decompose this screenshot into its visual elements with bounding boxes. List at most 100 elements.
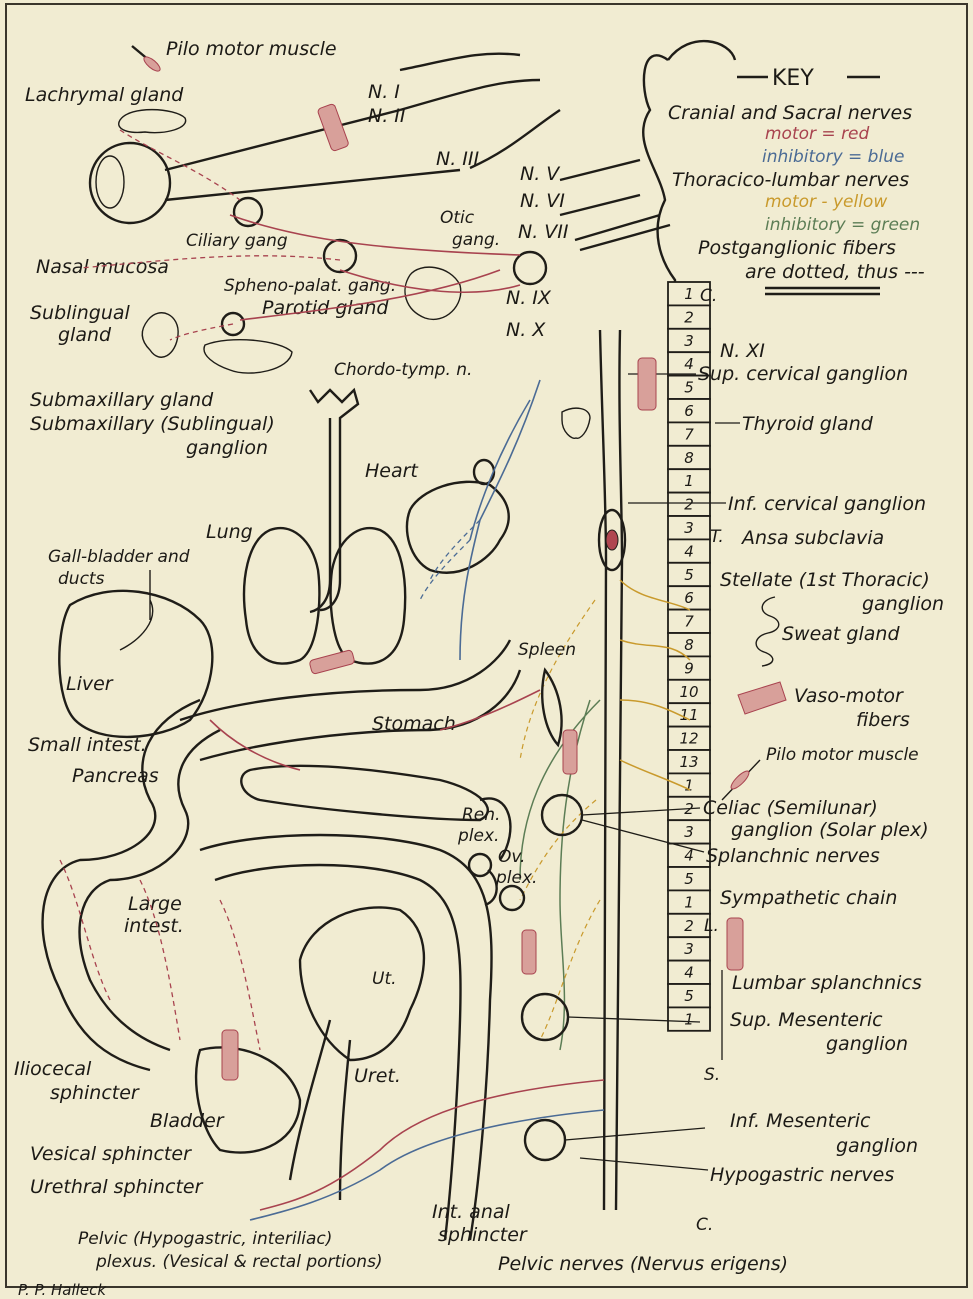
vertebra-label-thoracic-2: 2 xyxy=(684,496,694,514)
vertebra-label-sacral-4: 4 xyxy=(684,964,694,982)
sympathetic-chain xyxy=(520,330,690,1210)
label-sup-mesenteric-2: ganglion xyxy=(826,1033,908,1055)
label-otic-1: Otic xyxy=(440,208,475,228)
label-ren-1: Ren. xyxy=(462,805,500,825)
label-pilo-motor-top: Pilo motor muscle xyxy=(166,38,337,60)
bladder xyxy=(196,1047,300,1152)
vertebra-label-sacral-3: 3 xyxy=(684,940,694,958)
key-thoracico-lumbar: Thoracico-lumbar nerves xyxy=(672,169,909,191)
vertebra-label-cervical-8: 8 xyxy=(684,449,694,467)
label-vesical: Vesical sphincter xyxy=(30,1143,192,1165)
label-n9: N. IX xyxy=(506,287,552,309)
vertebra-label-thoracic-5: 5 xyxy=(684,566,694,584)
label-chordo: Chordo-tymp. n. xyxy=(334,360,472,380)
vertebra-label-thoracic-6: 6 xyxy=(684,589,694,607)
spheno-palatine-ganglion xyxy=(324,240,356,272)
vertebra-label-thoracic-9: 9 xyxy=(684,659,694,677)
label-lumbar-splanchnics: Lumbar splanchnics xyxy=(732,972,922,994)
label-gall-2: ducts xyxy=(58,569,105,589)
label-ut: Ut. xyxy=(372,969,397,989)
lung-left xyxy=(244,528,319,664)
label-sympathetic-chain: Sympathetic chain xyxy=(720,887,897,909)
abdominal-vessel xyxy=(563,730,577,774)
label-iliocecal-1: Iliocecal xyxy=(14,1058,92,1080)
label-stellate-2: ganglion xyxy=(862,593,944,615)
vertebra-label-thoracic-4: 4 xyxy=(684,542,694,560)
heart xyxy=(407,482,509,573)
vertebra-label-cervical-4: 4 xyxy=(684,355,694,373)
cranial-nerve-fibers xyxy=(560,160,670,250)
celiac-ganglion xyxy=(542,795,582,835)
vertebra-label-thoracic-1: 1 xyxy=(684,472,694,490)
leader-inf-mesenteric xyxy=(565,1128,705,1140)
intestinal-postganglionic-fibers xyxy=(60,860,260,1050)
label-sup-cervical: Sup. cervical ganglion xyxy=(698,363,908,385)
label-heart: Heart xyxy=(365,460,419,482)
label-vaso-2: fibers xyxy=(856,709,910,731)
vertebra-label-lumbar-5: 5 xyxy=(684,870,694,888)
label-stellate-1: Stellate (1st Thoracic) xyxy=(720,569,930,591)
label-large-2: intest. xyxy=(124,915,184,937)
large-intestine-outer xyxy=(200,835,492,1240)
trachea xyxy=(310,390,358,612)
vertebra-label-thoracic-11: 11 xyxy=(679,706,698,724)
key-motor-red: motor = red xyxy=(765,124,870,144)
label-inf-mesenteric-2: ganglion xyxy=(836,1135,918,1157)
vertebra-label-thoracic-13: 13 xyxy=(679,753,698,771)
eyeball xyxy=(90,143,170,223)
otic-ganglion xyxy=(514,252,546,284)
label-stomach: Stomach xyxy=(372,713,456,735)
lung-right xyxy=(331,528,406,664)
label-lung: Lung xyxy=(206,521,253,543)
label-spleen: Spleen xyxy=(518,640,576,660)
label-inf-mesenteric-1: Inf. Mesenteric xyxy=(730,1110,871,1132)
label-n1: N. I xyxy=(368,81,400,103)
label-ov-1: Ov. xyxy=(498,847,525,867)
label-vaso-1: Vaso-motor xyxy=(794,685,904,707)
label-n2: N. II xyxy=(368,105,406,127)
lumbar-vessel xyxy=(727,918,743,970)
thorax: Lung Heart xyxy=(206,103,656,663)
label-region-t: T. xyxy=(710,527,724,547)
label-celiac-2: ganglion (Solar plex) xyxy=(731,819,929,841)
label-pilo-motor-right: Pilo motor muscle xyxy=(766,745,919,765)
label-region-c-bottom: C. xyxy=(696,1215,713,1235)
vertebra-label-sacral-1: 1 xyxy=(684,893,694,911)
parotid-gland xyxy=(405,267,461,319)
label-region-c-top: C. xyxy=(700,286,717,306)
vertebra-label-thoracic-7: 7 xyxy=(684,613,694,631)
vertebra-label-cervical-5: 5 xyxy=(684,379,694,397)
cervical-vessel xyxy=(638,358,656,410)
leader-hypogastric xyxy=(580,1158,708,1170)
sacral-motor-fibers xyxy=(260,1080,604,1210)
label-splanchnic: Splanchnic nerves xyxy=(706,845,880,867)
vertebra-label-thoracic-12: 12 xyxy=(679,730,698,748)
vertebra-label-cervical-7: 7 xyxy=(684,425,694,443)
label-int-anal-1: Int. anal xyxy=(432,1201,511,1223)
label-thyroid: Thyroid gland xyxy=(742,413,874,435)
head-outline xyxy=(643,55,675,300)
label-n7: N. VII xyxy=(518,221,569,243)
heart-vessel xyxy=(474,460,494,484)
label-celiac-1: Celiac (Semilunar) xyxy=(703,797,878,819)
liver xyxy=(59,591,212,737)
thyroid-gland xyxy=(562,408,590,438)
chain-trunk-right xyxy=(616,330,622,1210)
stellate-ganglion-core xyxy=(606,530,618,550)
vertebra-label-cervical-6: 6 xyxy=(684,402,694,420)
sup-mesenteric-ganglion xyxy=(522,994,568,1040)
label-small-intest: Small intest. xyxy=(28,734,147,756)
vertebra-label-lumbar-1: 1 xyxy=(684,776,694,794)
head-outline-top xyxy=(668,41,735,60)
label-liver: Liver xyxy=(66,673,114,695)
spleen xyxy=(542,670,561,745)
label-ov-2: plex. xyxy=(495,868,537,888)
stomach-lower xyxy=(200,670,520,760)
chain-trunk-left xyxy=(600,330,606,1210)
gall-bladder-duct xyxy=(120,570,153,650)
label-urethral: Urethral sphincter xyxy=(30,1176,204,1198)
pilo-muscle-shape-top xyxy=(142,55,162,74)
vertebra-label-cervical-1: 1 xyxy=(684,285,694,303)
vertebra-label-thoracic-10: 10 xyxy=(679,683,698,701)
